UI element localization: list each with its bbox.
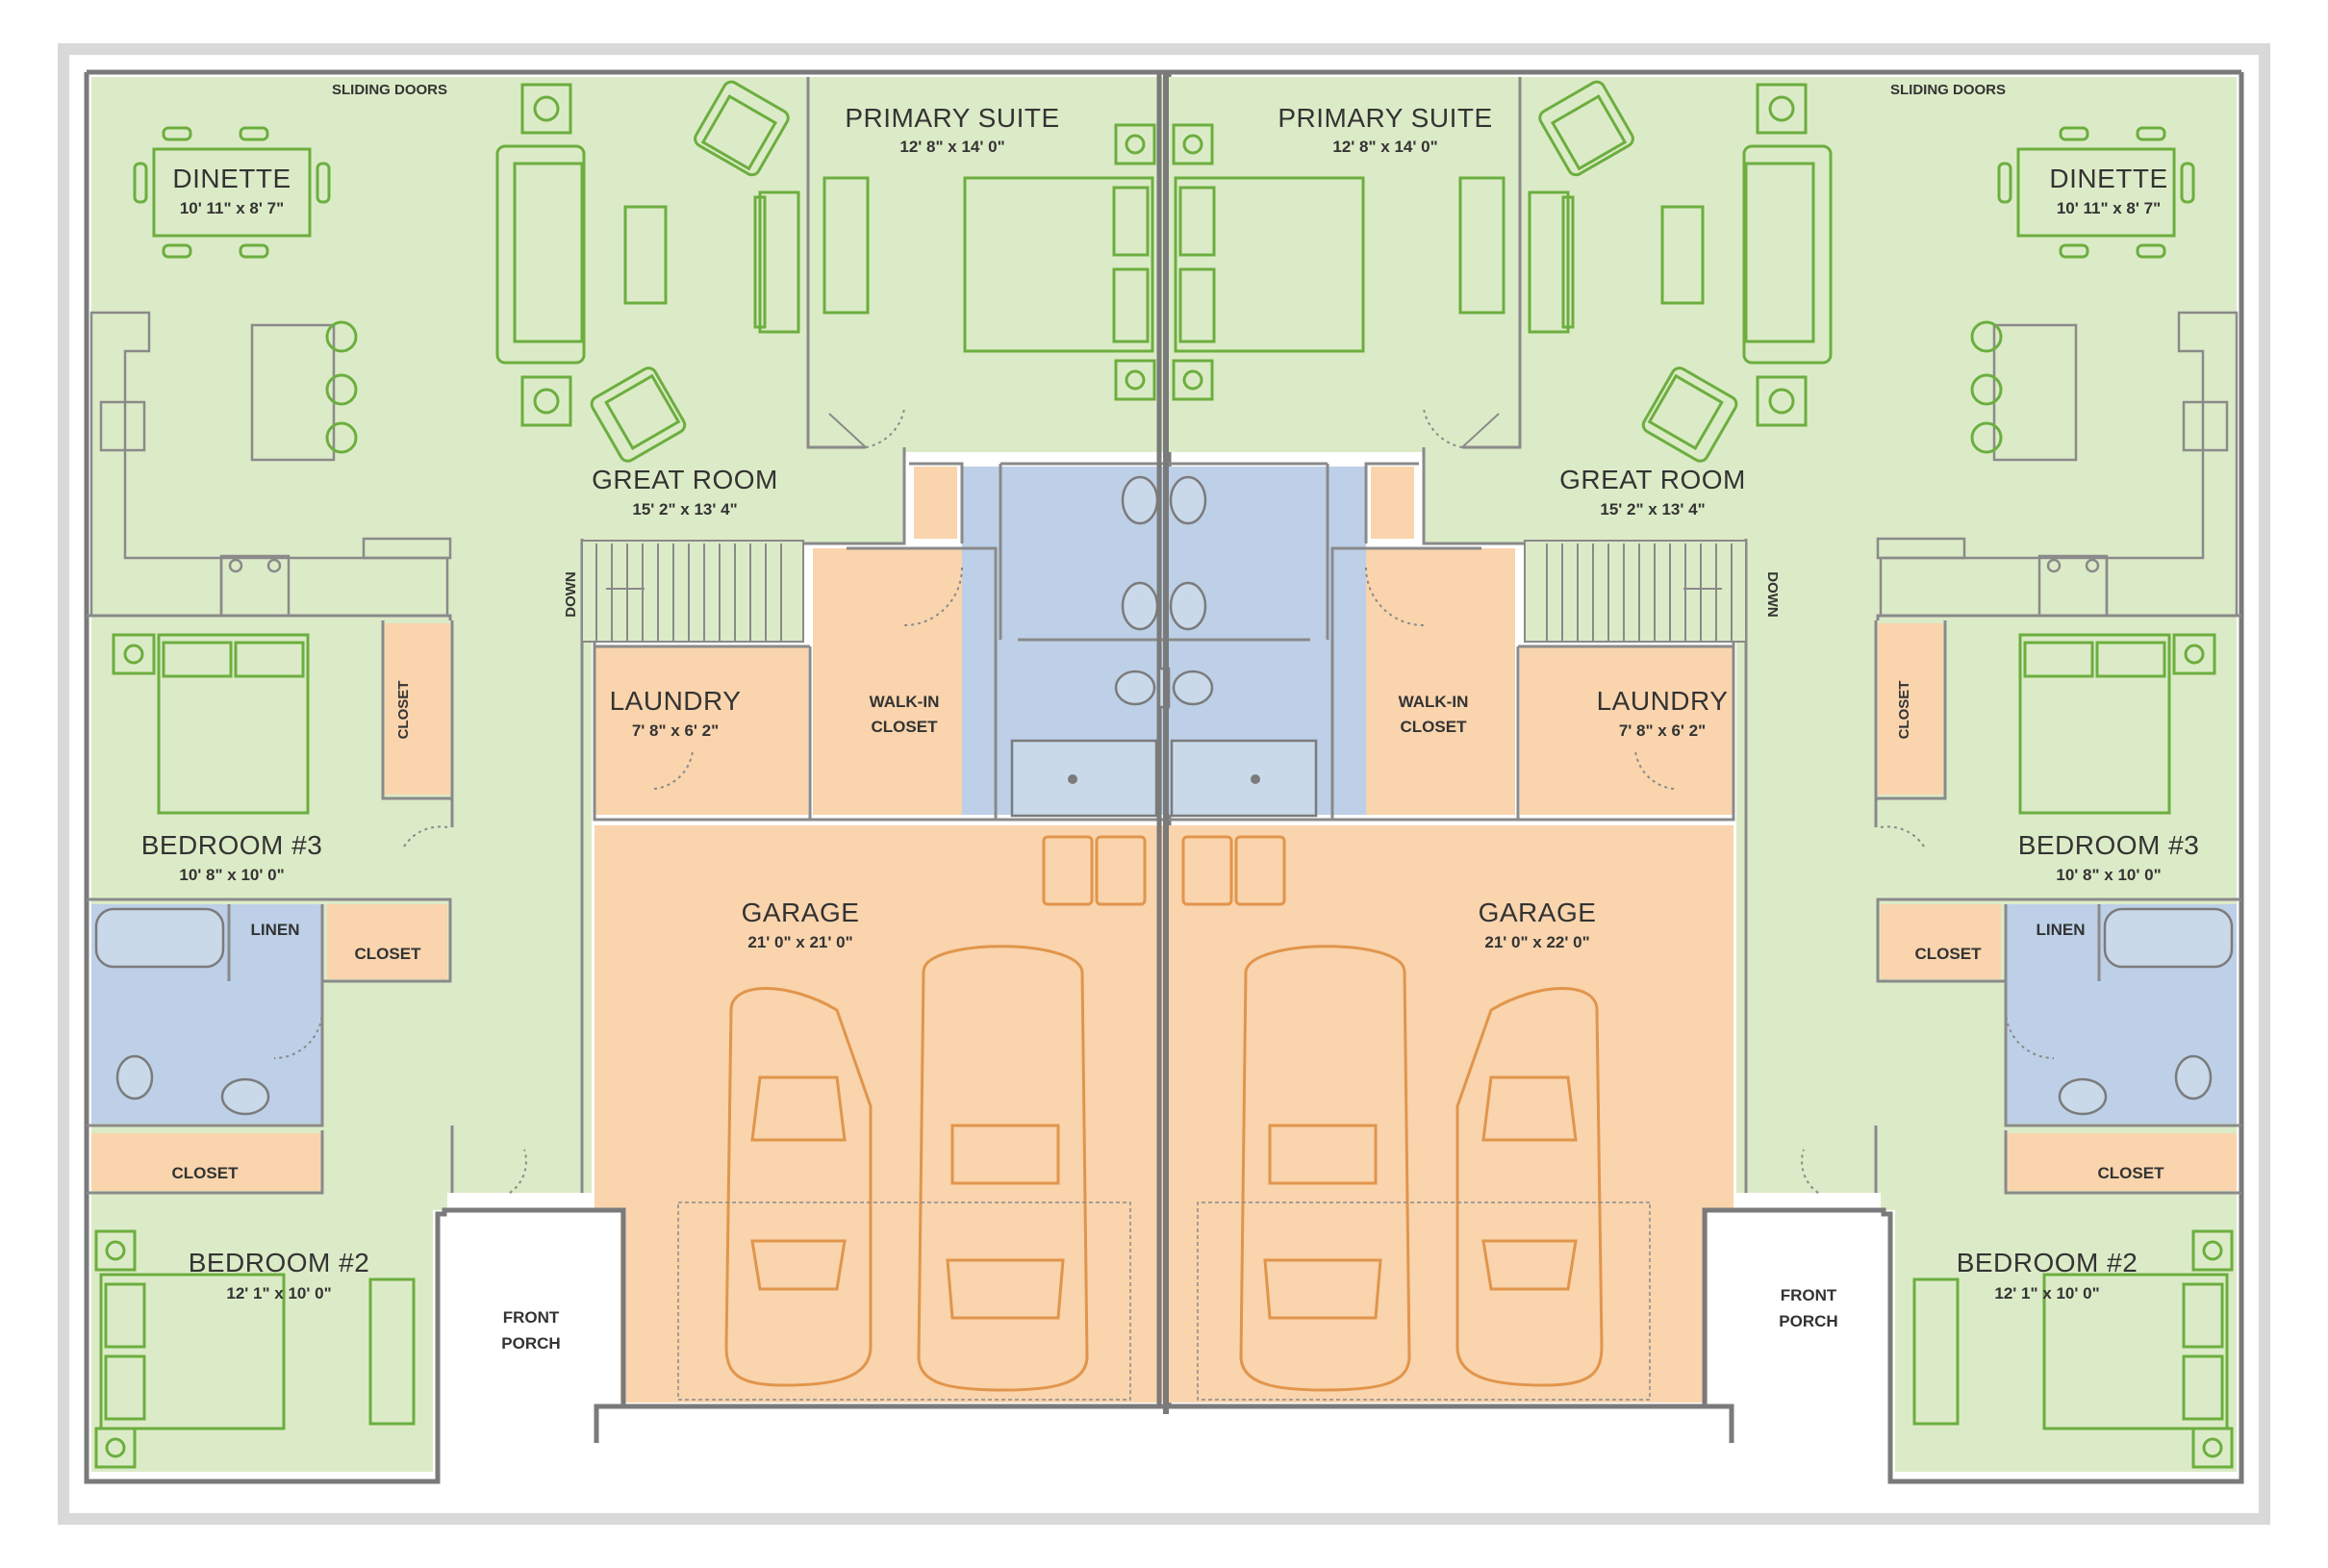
laundry-name: LAUNDRY <box>1597 686 1729 716</box>
garage-dim: 21' 0" x 22' 0" <box>1484 933 1589 951</box>
great-room-name: GREAT ROOM <box>1559 465 1746 494</box>
bedroom2-dim: 12' 1" x 10' 0" <box>1994 1284 2099 1302</box>
bedroom2-name: BEDROOM #2 <box>1957 1248 2138 1277</box>
great-room-dim: 15' 2" x 13' 4" <box>1600 500 1705 518</box>
bedroom3-closet-label: CLOSET <box>395 681 412 740</box>
laundry-name: LAUNDRY <box>610 686 742 716</box>
walk-in-closet-line1: WALK-IN <box>1399 693 1469 711</box>
dinette-name: DINETTE <box>2049 164 2167 193</box>
bedroom2-closet-label: CLOSET <box>2098 1164 2165 1182</box>
walk-in-closet-line1: WALK-IN <box>870 693 940 711</box>
bedroom2-closet-label: CLOSET <box>172 1164 240 1182</box>
bedroom2-name: BEDROOM #2 <box>189 1248 370 1277</box>
front-porch-line1: FRONT <box>503 1308 560 1327</box>
primary-suite-dim: 12' 8" x 14' 0" <box>899 138 1004 156</box>
bedroom3-name: BEDROOM #3 <box>141 830 323 860</box>
bedroom3-dim: 10' 8" x 10' 0" <box>2056 866 2161 884</box>
sliding-doors-label: SLIDING DOORS <box>332 82 447 98</box>
front-porch-line2: PORCH <box>501 1334 560 1353</box>
primary-suite-dim: 12' 8" x 14' 0" <box>1332 138 1437 156</box>
walk-in-closet-line2: CLOSET <box>872 718 939 736</box>
linen-label: LINEN <box>2037 921 2086 939</box>
laundry-dim: 7' 8" x 6' 2" <box>1619 721 1706 740</box>
dinette-name: DINETTE <box>172 164 291 193</box>
front-porch-line2: PORCH <box>1779 1312 1837 1330</box>
bedroom2-dim: 12' 1" x 10' 0" <box>226 1284 331 1302</box>
dinette-dim: 10' 11" x 8' 7" <box>180 199 284 217</box>
left-unit-labels: SLIDING DOORS DINETTE 10' 11" x 8' 7" PR… <box>141 82 1059 1353</box>
front-porch-line1: FRONT <box>1781 1286 1837 1304</box>
hall-closet-label: CLOSET <box>355 945 422 963</box>
dinette-dim: 10' 11" x 8' 7" <box>2057 199 2161 217</box>
garage-name: GARAGE <box>1479 898 1597 927</box>
great-room-name: GREAT ROOM <box>592 465 778 494</box>
bedroom3-closet-label: CLOSET <box>1896 681 1912 740</box>
garage-name: GARAGE <box>742 898 860 927</box>
bedroom3-name: BEDROOM #3 <box>2018 830 2200 860</box>
stairs-down-label: DOWN <box>563 571 579 618</box>
right-unit-labels: SLIDING DOORS DINETTE 10' 11" x 8' 7" PR… <box>1278 82 2200 1330</box>
walk-in-closet-line2: CLOSET <box>1401 718 1468 736</box>
bedroom3-dim: 10' 8" x 10' 0" <box>179 866 284 884</box>
stairs-down-label: DOWN <box>1764 571 1781 618</box>
laundry-dim: 7' 8" x 6' 2" <box>632 721 719 740</box>
garage-dim: 21' 0" x 21' 0" <box>747 933 852 951</box>
hall-closet-label: CLOSET <box>1915 945 1983 963</box>
linen-label: LINEN <box>251 921 300 939</box>
primary-suite-name: PRIMARY SUITE <box>845 103 1059 133</box>
great-room-dim: 15' 2" x 13' 4" <box>632 500 737 518</box>
primary-suite-name: PRIMARY SUITE <box>1278 103 1492 133</box>
sliding-doors-label: SLIDING DOORS <box>1890 82 2006 98</box>
